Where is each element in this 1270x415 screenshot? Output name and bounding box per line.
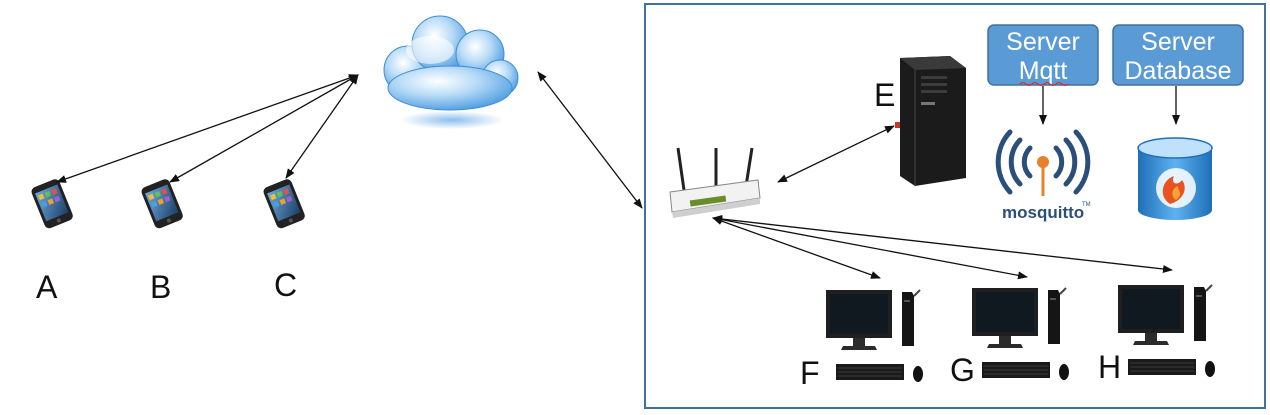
desktop-computer-icon	[826, 289, 921, 350]
smartphone-icon	[31, 179, 73, 229]
edge-router-pc-g	[712, 215, 1028, 280]
desktop-computer-icon	[1118, 284, 1213, 345]
mosquitto-wordmark: mosquitto	[1002, 203, 1084, 222]
server-mqtt-line2: Mqtt	[1019, 57, 1068, 85]
edge-router-pc-h	[712, 215, 1173, 273]
keyboard-icon	[982, 362, 1050, 378]
server-database-line2: Database	[1124, 57, 1231, 85]
smartphone-c	[263, 179, 305, 229]
smartphone-a	[31, 179, 73, 229]
edge-cloud-phone-c	[285, 74, 359, 179]
label-c: C	[274, 267, 297, 303]
database-icon	[1137, 137, 1213, 220]
label-e: E	[874, 77, 895, 113]
label-g: G	[950, 352, 975, 388]
desktop-h	[1118, 284, 1215, 377]
mosquitto-logo-icon: mosquitto TM	[995, 129, 1091, 222]
desktop-f	[826, 289, 923, 382]
tower-server-icon	[895, 56, 966, 186]
desktop-computer-icon	[972, 287, 1067, 348]
keyboard-icon	[1128, 359, 1196, 375]
label-h: H	[1098, 349, 1121, 385]
smartphone-icon	[263, 179, 305, 229]
smartphone-icon	[141, 179, 183, 229]
label-a: A	[36, 269, 58, 305]
smartphone-b	[141, 179, 183, 229]
keyboard-icon	[836, 364, 904, 380]
label-b: B	[150, 269, 171, 305]
mouse-icon	[1205, 361, 1215, 377]
edge-router-server	[777, 125, 895, 183]
local-network-frame	[644, 3, 1266, 409]
server-mqtt-box: Server Mqtt	[987, 24, 1099, 86]
server-mqtt-line1: Server	[1006, 28, 1080, 56]
mosquitto-tm: TM	[1082, 202, 1091, 208]
mouse-icon	[1059, 364, 1069, 380]
edge-cloud-phone-b	[169, 74, 359, 183]
desktop-g	[972, 287, 1069, 380]
edge-cloud-router	[537, 71, 643, 209]
router-icon	[669, 147, 761, 218]
label-f: F	[800, 355, 820, 391]
cloud-icon	[383, 15, 519, 129]
server-database-box: Server Database	[1112, 24, 1244, 86]
edge-cloud-phone-a	[56, 74, 359, 183]
server-database-line1: Server	[1141, 28, 1215, 56]
mouse-icon	[913, 366, 923, 382]
